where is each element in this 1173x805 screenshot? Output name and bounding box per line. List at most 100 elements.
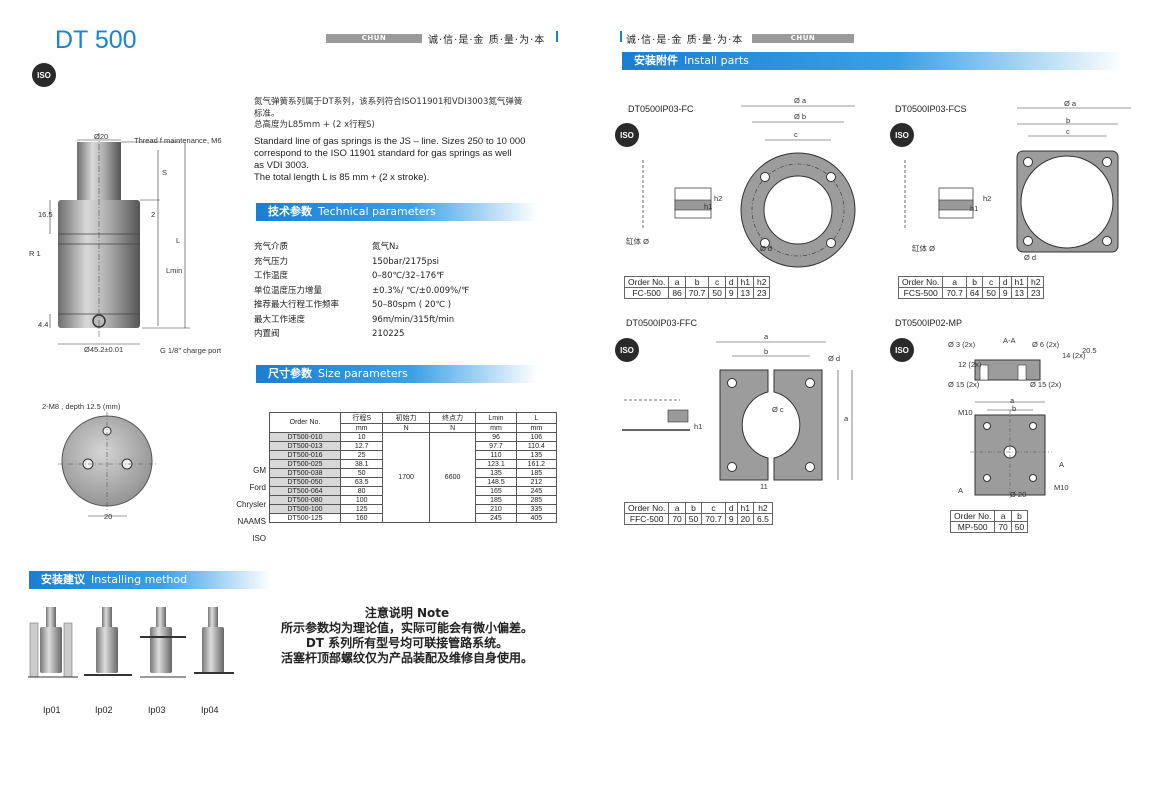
fcs-title: DT0500IP03-FCS bbox=[895, 104, 967, 114]
table-cell: 106 bbox=[515, 432, 558, 442]
table-head: d bbox=[998, 276, 1012, 288]
table-cell: DT500-064 bbox=[269, 486, 341, 496]
table-cell: 9 bbox=[998, 287, 1012, 299]
slogan-bar bbox=[620, 31, 622, 42]
cylinder-body bbox=[58, 200, 140, 328]
table-cell: 110.4 bbox=[515, 441, 558, 451]
table-cell: 50 bbox=[1010, 521, 1029, 533]
size-unit: N bbox=[428, 423, 477, 433]
ip03-drawing bbox=[140, 607, 186, 678]
table-cell: 185 bbox=[515, 468, 558, 478]
table-cell: DT500-013 bbox=[269, 441, 341, 451]
section-title-cn: 安装建议 bbox=[41, 573, 85, 586]
dim-label: Ø d bbox=[828, 354, 841, 363]
table-head: Order No. bbox=[949, 510, 996, 522]
table-head: h1 bbox=[736, 502, 755, 514]
install-label: Ip03 bbox=[148, 705, 166, 715]
table-head: a bbox=[668, 276, 686, 288]
desc-cn-line: 氮气弹簧系列属于DT系列，该系列符合ISO11901和VDI3003氮气弹簧 bbox=[254, 97, 523, 107]
table-cell: 80 bbox=[339, 486, 384, 496]
section-title-en: Installing method bbox=[91, 573, 188, 586]
table-head: a bbox=[942, 276, 967, 288]
dim-label: Ø 20 bbox=[1010, 490, 1027, 499]
table-cell: 38.1 bbox=[339, 459, 384, 469]
table-cell: 64 bbox=[965, 287, 984, 299]
table-cell: 110 bbox=[475, 450, 517, 460]
install-methods-drawing bbox=[28, 607, 234, 678]
dim-label: A bbox=[958, 486, 964, 495]
param-key: 内置阀 bbox=[254, 329, 280, 339]
dim-label: b bbox=[764, 347, 769, 356]
description-cn: 氮气弹簧系列属于DT系列，该系列符合ISO11901和VDI3003氮气弹簧 标… bbox=[254, 97, 554, 132]
param-key: 单位温度压力增量 bbox=[254, 285, 323, 296]
dim-label: h1 bbox=[694, 422, 703, 431]
param-value: 50–80spm ( 20℃ ) bbox=[372, 300, 452, 310]
thread-label: Thread f maintenance, M6 bbox=[134, 136, 222, 145]
size-table: Order No. 行程S 初始力 终点力 Lmin L mm N N mm m… bbox=[269, 412, 558, 523]
two-label: 2 bbox=[151, 210, 156, 219]
iso-badge: ISO bbox=[32, 63, 56, 87]
page-title: DT 500 bbox=[55, 26, 137, 54]
standard-label: Ford bbox=[249, 483, 266, 492]
dim-label: 11 bbox=[760, 482, 768, 491]
size-head: L bbox=[515, 412, 558, 424]
install-label: Ip04 bbox=[201, 705, 219, 715]
table-head: Order No. bbox=[623, 502, 670, 514]
dim-label: c bbox=[794, 130, 798, 139]
table-head: h1 bbox=[1010, 276, 1029, 288]
table-cell: 9 bbox=[724, 513, 738, 525]
table-cell: 100 bbox=[339, 495, 384, 505]
ffc-title: DT0500IP03-FFC bbox=[626, 318, 698, 328]
dim-label: a bbox=[844, 414, 849, 423]
dim-label: 20.5 bbox=[1082, 346, 1097, 355]
table-head: c bbox=[982, 276, 1000, 288]
table-cell: 50 bbox=[708, 287, 726, 299]
table-cell: 13 bbox=[1010, 287, 1029, 299]
param-key: 充气介质 bbox=[254, 242, 289, 252]
param-value: 96m/min/315ft/min bbox=[372, 314, 455, 325]
table-cell: 135 bbox=[475, 468, 517, 478]
standard-label: Chrysler bbox=[236, 500, 266, 509]
table-cell: 6.5 bbox=[753, 513, 773, 525]
ip01-drawing bbox=[28, 607, 78, 678]
dim-label: h1 bbox=[970, 204, 979, 213]
table-head: h1 bbox=[736, 276, 755, 288]
dim-label: h2 bbox=[714, 194, 723, 203]
lmin-label: Lmin bbox=[166, 266, 183, 275]
param-value: 150bar/2175psi bbox=[372, 256, 440, 267]
table-cell: 70 bbox=[994, 521, 1012, 533]
table-cell: 245 bbox=[475, 513, 517, 523]
table-cell: 161.2 bbox=[515, 459, 558, 469]
dim-label: Ø d bbox=[760, 244, 773, 253]
description-en: Standard line of gas springs is the JS –… bbox=[254, 136, 554, 184]
table-cell: 63.5 bbox=[339, 477, 384, 487]
bottom-height-label: 4.4 bbox=[38, 320, 49, 329]
table-cell: DT500-010 bbox=[269, 432, 341, 442]
iso-badge: ISO bbox=[615, 123, 639, 147]
dim-label: Ø 15 (2x) bbox=[948, 380, 980, 389]
ip04-drawing bbox=[194, 607, 234, 674]
table-cell: FFC-500 bbox=[623, 513, 670, 525]
params-keys: 充气介质 充气压力 工作温度 单位温度压力增量 推荐最大行程工作频率 最大工作速… bbox=[254, 240, 339, 342]
height-label: 16.5 bbox=[38, 210, 53, 219]
table-cell: 23 bbox=[753, 287, 771, 299]
iso-badge: ISO bbox=[890, 123, 914, 147]
desc-en-line: The total length L is 85 mm + (2 x strok… bbox=[254, 172, 430, 183]
table-cell: 285 bbox=[515, 495, 558, 505]
table-cell: 70.7 bbox=[942, 287, 967, 299]
table-cell: 13 bbox=[736, 287, 755, 299]
table-cell: 210 bbox=[475, 504, 517, 514]
mp-drawing bbox=[970, 359, 1052, 500]
table-cell: MP-500 bbox=[949, 521, 996, 533]
table-head: b bbox=[965, 276, 984, 288]
param-key: 充气压力 bbox=[254, 256, 289, 267]
table-head: h2 bbox=[753, 276, 771, 288]
size-head: 初始力 bbox=[382, 412, 430, 424]
table-cell: 405 bbox=[515, 513, 558, 523]
table-cell: 70.7 bbox=[701, 513, 726, 525]
hole-spacing-label: 20 bbox=[104, 512, 113, 521]
table-head: b bbox=[1010, 510, 1029, 522]
